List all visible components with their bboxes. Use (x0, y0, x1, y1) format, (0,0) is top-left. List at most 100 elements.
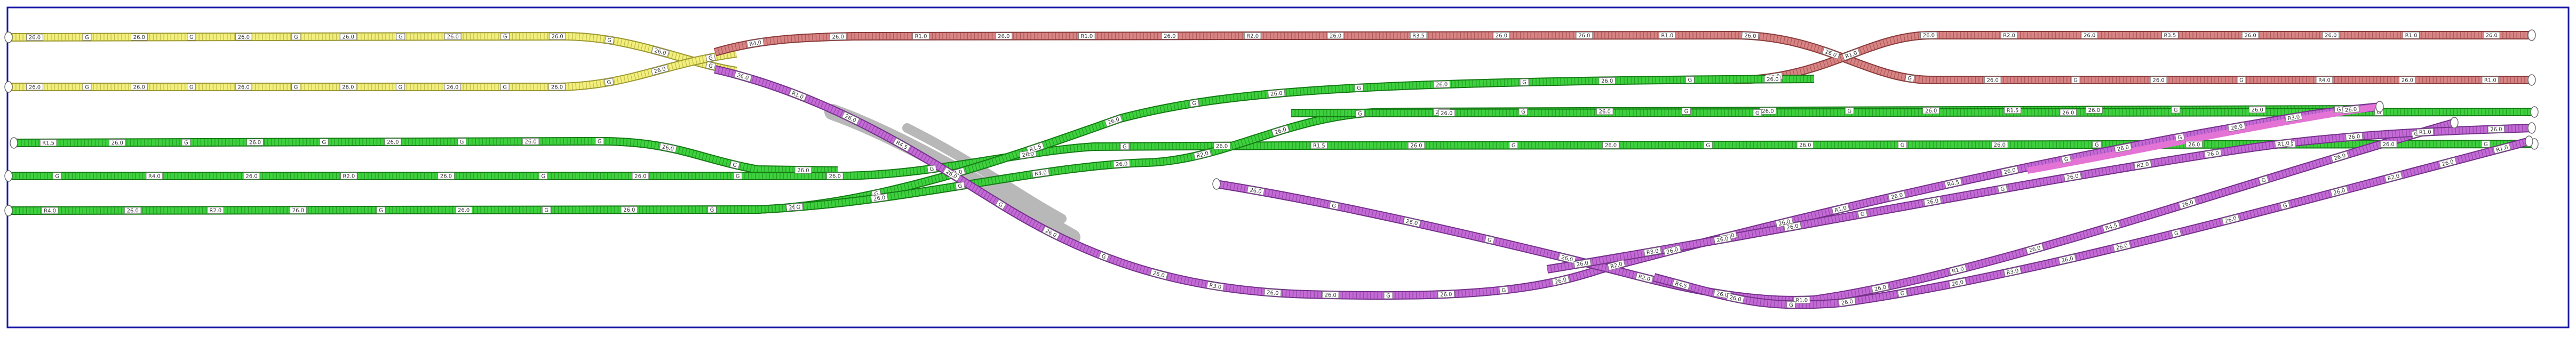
track-end-bumper[interactable] (4, 31, 13, 43)
track-green-1[interactable] (13, 137, 838, 175)
track-end-bumper[interactable] (4, 170, 13, 182)
segment-label: G (2174, 133, 2185, 142)
segment-label-text: G (929, 166, 934, 173)
segment-label-box (1922, 107, 1940, 114)
segment-label-text: G (2174, 230, 2179, 237)
segment-label-text: R1.5 (2007, 108, 2019, 114)
track-end-bumper[interactable] (1212, 178, 1221, 190)
segment-label-text: R3.0 (1209, 283, 1222, 290)
segment-label-text: R4.5 (1947, 180, 1960, 188)
segment-label-text: G (294, 35, 298, 41)
track-red-upper[interactable] (713, 30, 2532, 84)
segment-label: G (1518, 108, 1528, 115)
track-end-bumper[interactable] (10, 137, 18, 149)
segment-label: 26.0 (243, 172, 260, 180)
segment-label-text: R3.5 (1412, 33, 1425, 39)
track-yellow-lower[interactable] (9, 49, 737, 91)
track-yellow-upper[interactable] (8, 31, 737, 75)
track-end-bumper[interactable] (2527, 122, 2536, 134)
segment-label-text: 26.0 (1436, 82, 1448, 89)
segment-label-text: 26.0 (1576, 260, 1589, 268)
segment-label-text: 26.0 (873, 195, 886, 202)
segment-label: G (927, 165, 937, 173)
segment-label: 26.0 (995, 33, 1013, 39)
segment-label-text: G (294, 85, 298, 91)
segment-label-box (707, 206, 717, 213)
segment-label-box (1499, 286, 1509, 294)
segment-label: 26.0 (1438, 109, 1456, 116)
segment-label-text: 26.0 (387, 140, 399, 146)
segment-label-text: 26.0 (2152, 78, 2164, 84)
segment-label: 26.0 (130, 33, 148, 41)
segment-label-box (1949, 278, 1967, 288)
segment-label-text: 26.0 (634, 174, 646, 180)
segment-label-text: 26.0 (998, 34, 1009, 39)
segment-label-text: G (1386, 293, 1390, 299)
segment-label: 26.0 (2058, 254, 2077, 265)
segment-label-box (187, 83, 196, 91)
segment-label-text: 26.0 (249, 140, 261, 146)
track-end-bumper[interactable] (2530, 106, 2539, 118)
segment-label-box (2416, 128, 2434, 136)
segment-label-box (2092, 141, 2102, 148)
segment-label-text: 26.0 (1249, 187, 1262, 195)
segment-label-text: R1.0 (2484, 78, 2497, 84)
segment-label: R1.0 (1658, 31, 1676, 39)
segment-label-box (1120, 143, 1130, 150)
track-purple-main[interactable] (714, 65, 2380, 300)
track-green-3[interactable] (8, 75, 1815, 215)
segment-label-text: G (460, 139, 464, 145)
segment-label-box (1796, 141, 1814, 149)
segment-label-box (2174, 133, 2185, 142)
segment-label-box (2380, 140, 2397, 148)
segment-label-text: G (1755, 110, 1760, 116)
segment-label-text: R4.0 (148, 174, 161, 180)
segment-label-text: G (1487, 237, 1492, 244)
track-end-bumper[interactable] (2450, 117, 2459, 129)
segment-label-text: 26.0 (1874, 284, 1887, 292)
segment-label-box (1871, 283, 1889, 293)
segment-label: R2.0 (1635, 272, 1654, 284)
segment-label-text: 26.0 (1164, 34, 1175, 39)
segment-label-box (1552, 275, 1570, 286)
segment-label-text: 26.0 (2117, 145, 2129, 153)
segment-label-text: 26.0 (1599, 109, 1611, 115)
segment-label: 26.0 (124, 207, 141, 214)
segment-label-text: 26.0 (238, 35, 250, 41)
segment-label-box (2221, 214, 2240, 225)
segment-label: R4.5 (1944, 178, 1962, 189)
segment-label-text: R1.0 (2405, 33, 2418, 39)
track-edge (9, 49, 737, 91)
segment-label: 26.0 (2228, 122, 2246, 132)
track-end-bumper[interactable] (4, 81, 13, 93)
segment-label-box (2487, 125, 2505, 133)
track-layer (8, 30, 2535, 309)
track-end-bumper[interactable] (2527, 29, 2536, 41)
segment-label-text: G (544, 207, 548, 213)
segment-label-box (1764, 75, 1782, 83)
segment-label-text: G (2337, 107, 2341, 113)
track-end-bumper[interactable] (2375, 101, 2384, 113)
segment-label-text: 26.0 (2230, 124, 2243, 132)
track-end-bumper[interactable] (2527, 74, 2536, 86)
segment-label: G (2279, 200, 2291, 210)
segment-label-text: 26.0 (1951, 279, 1964, 287)
track-end-bumper[interactable] (4, 205, 13, 216)
segment-label: 26.0 (2114, 142, 2132, 153)
segment-label-box (1322, 291, 1339, 299)
track-red-lower[interactable] (1734, 31, 2532, 84)
segment-label: G (1484, 235, 1495, 244)
track-end-bumper[interactable] (2525, 135, 2533, 147)
segment-label: 26.0 (2345, 132, 2363, 141)
segment-label: R1.0 (1078, 32, 1095, 39)
track-highlight (2026, 103, 2380, 174)
segment-label-box (632, 172, 649, 180)
segment-label: 26.0 (1991, 141, 2008, 148)
track-green-2[interactable] (9, 140, 2535, 180)
segment-label-box (444, 33, 462, 40)
segment-label-text: G (796, 204, 801, 211)
segment-label-box (2178, 197, 2197, 210)
segment-label-text: G (2095, 142, 2099, 148)
segment-label-text: 26.0 (1270, 91, 1283, 98)
segment-label-text: G (85, 35, 89, 41)
